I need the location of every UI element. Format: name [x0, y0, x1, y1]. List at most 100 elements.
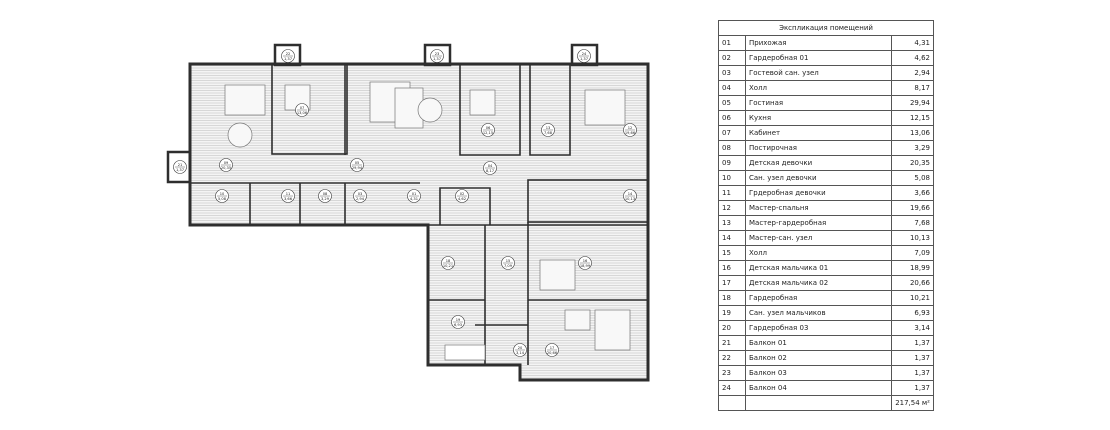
room-tag: 203,14	[513, 343, 527, 357]
room-area: 4,62	[891, 50, 934, 66]
room-tag: 231,37	[430, 49, 444, 63]
room-number: 21	[718, 335, 746, 351]
room-tag-area: 3,14	[516, 351, 525, 355]
room-name: Гардеробная 03	[744, 320, 893, 336]
room-area: 8,17	[891, 80, 934, 96]
room-tag-number: 17	[550, 346, 555, 350]
room-name: Сан. узел девочки	[744, 170, 893, 186]
room-tag: 048,17	[483, 161, 497, 175]
room-name: Балкон 02	[744, 350, 893, 366]
room-tag-number: 11	[286, 192, 291, 196]
room-name: Балкон 04	[744, 380, 893, 396]
room-area: 5,08	[891, 170, 934, 186]
room-tag-number: 24	[582, 52, 587, 56]
floor-area	[190, 64, 648, 380]
room-tag-number: 06	[486, 126, 491, 130]
room-number: 03	[718, 65, 746, 81]
room-area: 1,37	[891, 335, 934, 351]
room-tag-area: 20,35	[221, 166, 231, 170]
room-number: 15	[718, 245, 746, 261]
room-tag-area: 5,08	[218, 197, 227, 201]
room-number: 05	[718, 95, 746, 111]
room-tag: 211,37	[173, 160, 187, 174]
room-tag-area: 18,99	[580, 264, 591, 268]
room-number: 06	[718, 110, 746, 126]
room-name: Прихожая	[744, 35, 893, 51]
table-total-row: 217,54 м²	[718, 395, 934, 411]
room-tag-number: 23	[435, 52, 440, 56]
room-tag-area: 4,31	[410, 197, 418, 201]
room-tag-number: 13	[546, 126, 551, 130]
room-name: Гостевой сан. узел	[744, 65, 893, 81]
room-name: Балкон 03	[744, 365, 893, 381]
room-area: 10,13	[891, 230, 934, 246]
room-area: 18,99	[891, 260, 934, 276]
room-number: 08	[718, 140, 746, 156]
room-tag-number: 03	[358, 192, 363, 196]
room-number: 07	[718, 125, 746, 141]
room-number: 11	[718, 185, 746, 201]
room-tag-number: 22	[286, 52, 291, 56]
room-number: 10	[718, 170, 746, 186]
room-name: Кухня	[744, 110, 893, 126]
room-area: 10,21	[891, 290, 934, 306]
room-tag-area: 6,93	[454, 323, 462, 327]
room-tag-number: 08	[323, 192, 328, 196]
walls	[166, 43, 650, 382]
room-area: 7,68	[891, 215, 934, 231]
room-name: Мастер-спальня	[744, 200, 893, 216]
room-tag-area: 20,66	[547, 351, 558, 355]
room-name: Детская мальчика 01	[744, 260, 893, 276]
room-number: 16	[718, 260, 746, 276]
room-tags: 014,31024,62032,94048,170529,940612,1507…	[173, 49, 637, 357]
room-name: Сан. узел мальчиков	[744, 305, 893, 321]
room-tag: 105,08	[215, 189, 229, 203]
empty-cell	[718, 395, 746, 411]
room-tag: 024,62	[455, 189, 469, 203]
room-tag-number: 10	[220, 192, 225, 196]
room-tag-area: 1,37	[433, 57, 441, 61]
room-tag: 221,37	[281, 49, 295, 63]
room-tag: 032,94	[353, 189, 367, 203]
room-area: 4,31	[891, 35, 934, 51]
room-tag-area: 1,37	[580, 57, 588, 61]
room-name: Гостиная	[744, 95, 893, 111]
room-number: 17	[718, 275, 746, 291]
room-tag-number: 21	[178, 163, 183, 167]
room-tag-area: 10,21	[443, 264, 453, 268]
room-name: Гардеробная 01	[744, 50, 893, 66]
room-tag-area: 10,13	[625, 197, 635, 201]
room-tag-number: 04	[488, 164, 493, 168]
total-area: 217,54 м²	[891, 395, 934, 411]
room-tag-area: 13,06	[297, 111, 308, 115]
room-number: 19	[718, 305, 746, 321]
room-number: 14	[718, 230, 746, 246]
room-number: 09	[718, 155, 746, 171]
table-title: Экспликация помещений	[718, 20, 934, 36]
table-header-row: Экспликация помещений	[718, 20, 934, 36]
room-tag-number: 05	[355, 161, 360, 165]
room-tag-number: 20	[518, 346, 523, 350]
room-number: 20	[718, 320, 746, 336]
room-tag-number: 16	[583, 259, 588, 263]
room-number: 18	[718, 290, 746, 306]
room-tag-number: 19	[456, 318, 461, 322]
room-tag-area: 3,29	[321, 197, 330, 201]
